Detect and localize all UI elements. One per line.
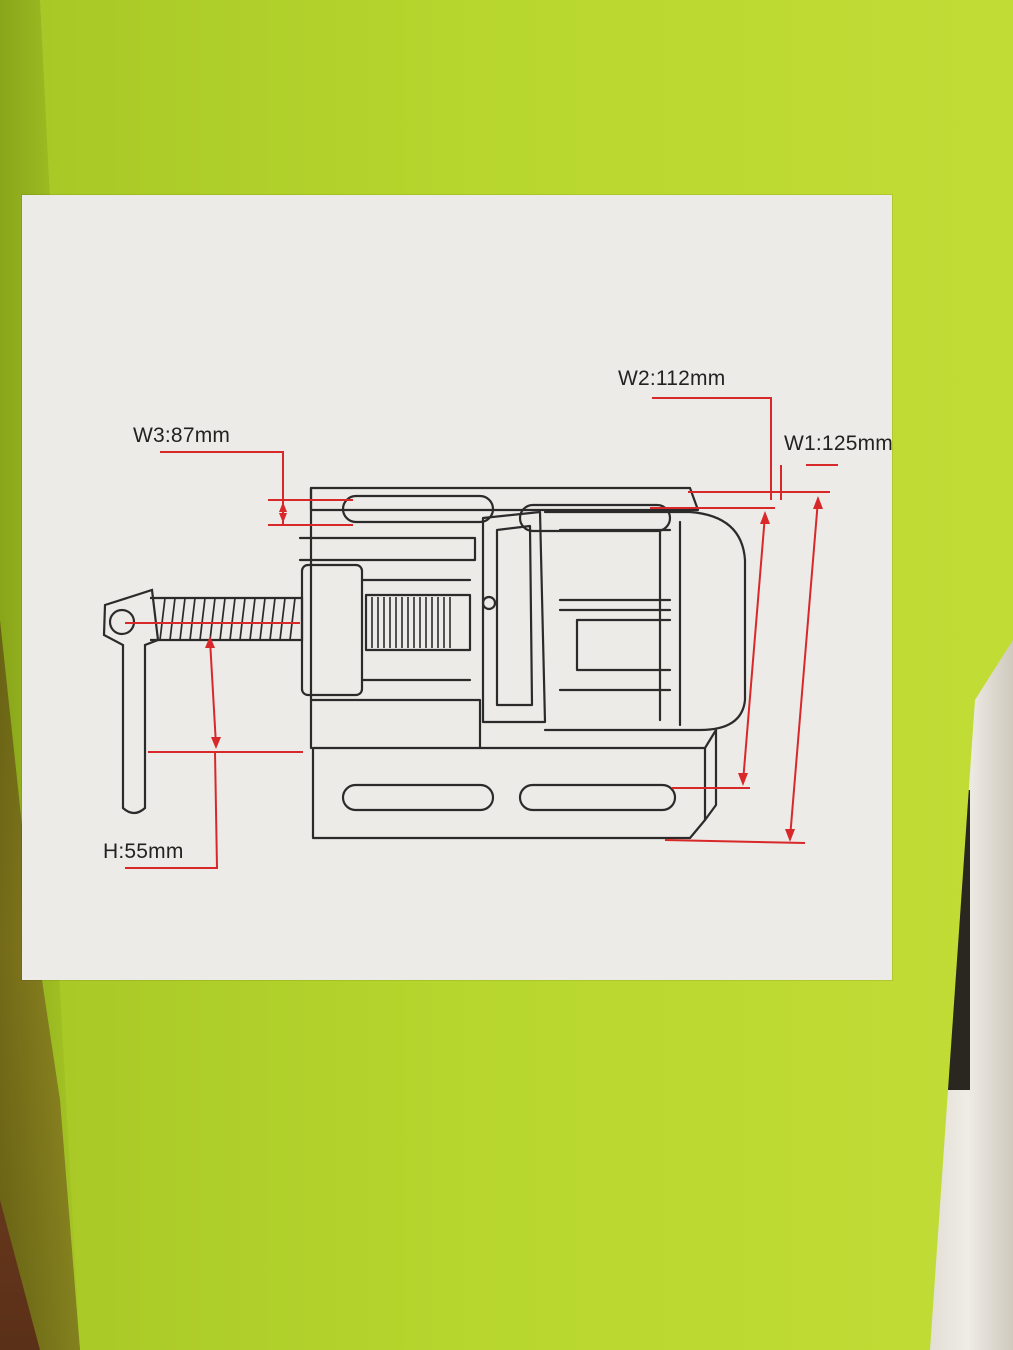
h-dimension-label: H:55mm <box>103 840 184 863</box>
vise-fixed-jaw <box>298 536 477 562</box>
dimension-lines <box>125 397 838 869</box>
base-slot-left <box>341 783 495 812</box>
lead-screw-threads <box>159 597 296 641</box>
vise-rear-jaw <box>543 510 747 732</box>
inner-screw-threads <box>371 597 451 648</box>
vise-movable-jaw <box>481 510 547 724</box>
jaw-pin <box>481 595 497 611</box>
dimension-arrowheads <box>205 496 823 842</box>
vise-base <box>311 746 707 840</box>
w2-dimension-label: W2:112mm <box>618 367 726 390</box>
rail-slot-left <box>341 494 495 524</box>
dimension-diagram-panel <box>22 195 892 980</box>
w3-dimension-label: W3:87mm <box>133 424 231 447</box>
inner-screw <box>364 593 472 652</box>
lead-screw <box>150 596 304 642</box>
vise-top-rail <box>309 486 700 512</box>
w1-dimension-label: W1:125mm <box>784 432 893 455</box>
base-slot-right <box>518 783 677 812</box>
